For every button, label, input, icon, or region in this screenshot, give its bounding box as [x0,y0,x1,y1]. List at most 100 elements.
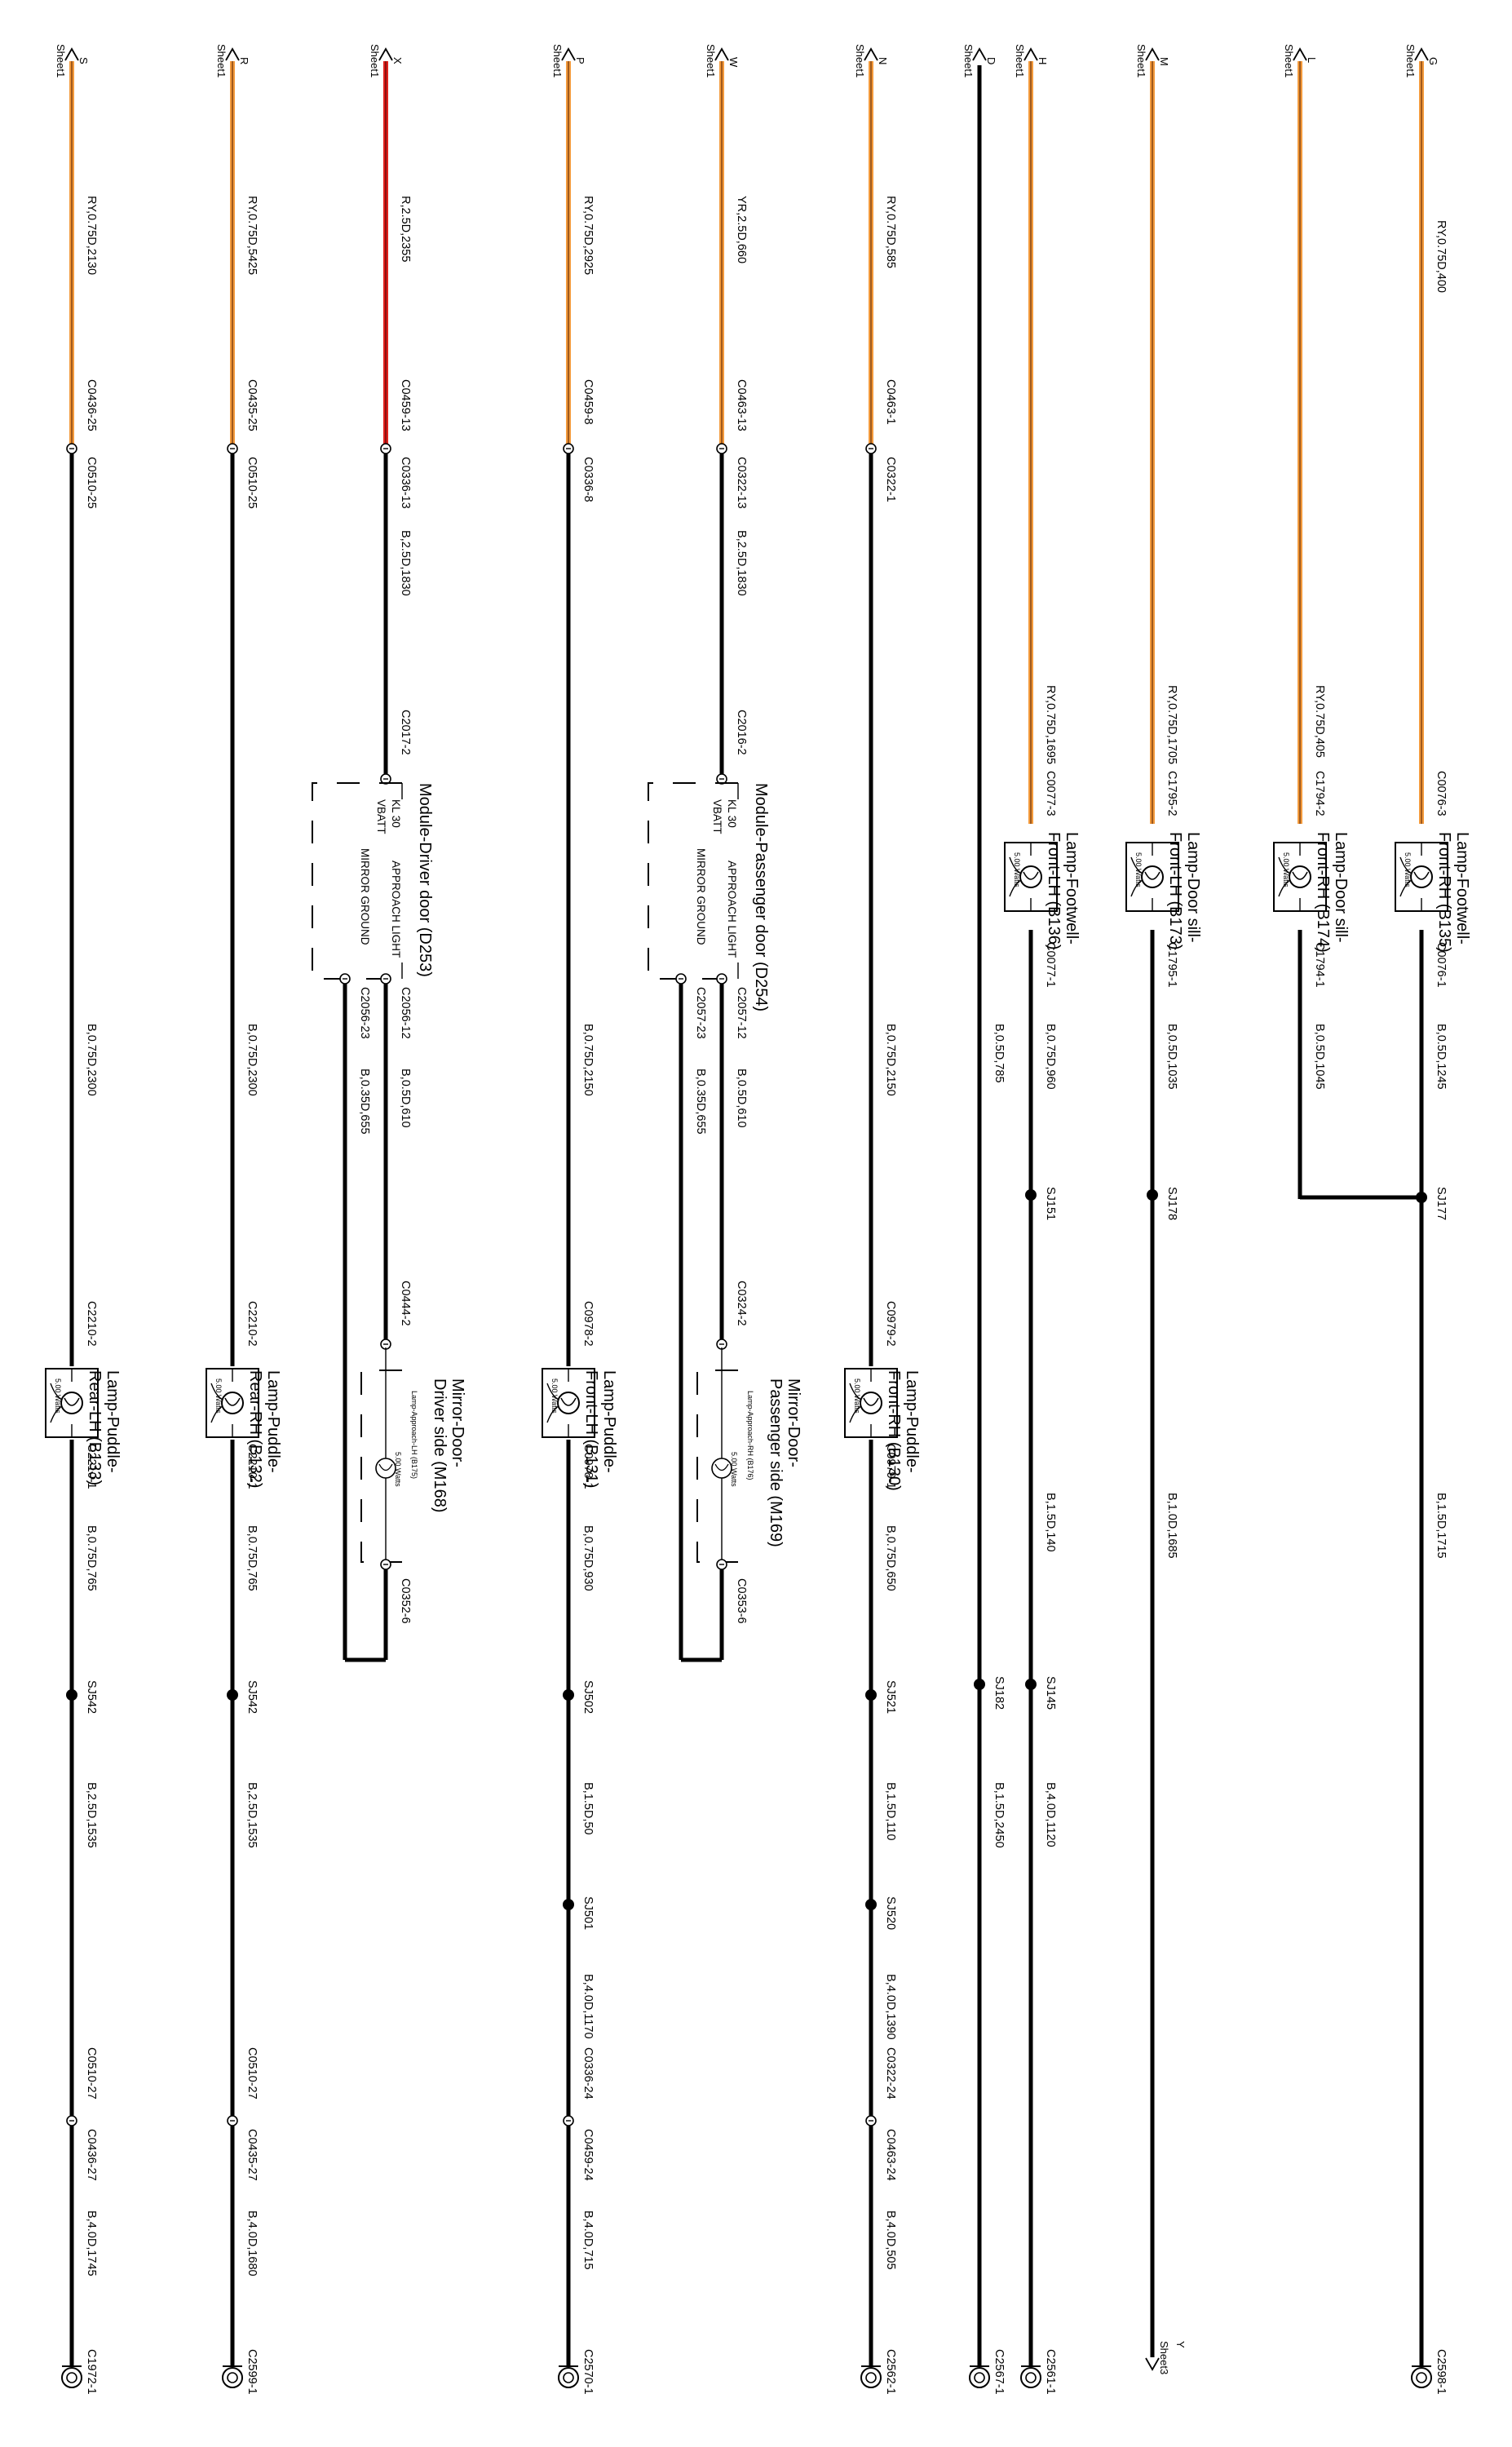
lamp-label-m: Lamp-Door sill- [1184,832,1202,943]
wire-label-p5: B,4.0D,1170 [581,1974,595,2039]
mirror-inner-lamp-w: Lamp-Approach-RH (B176) [746,1391,754,1480]
conn-label-n-a: C0463-1 [884,379,897,425]
wire-label-r-last: B,4.0D,1680 [245,2210,259,2277]
sheet-arrow-p-icon [561,47,576,61]
wire-label-d1: B,0.5D,785 [993,1024,1006,1083]
wire-label-w1: YR,2.5D,660 [735,196,748,263]
sheet-ref-n: Sheet1 [854,44,866,77]
lamp-b173: 5.00 Watts [1125,842,1179,912]
mirror-inner-lamp-x: Lamp-Approach-LH (B175) [410,1391,418,1479]
ground-label-g: C2598-1 [1435,2349,1448,2395]
splice-label-n1: SJ521 [884,1680,897,1714]
ground-label-r: C2599-1 [245,2349,259,2395]
lamp-bulb-icon [1019,865,1042,888]
conn-label-r-b: C0510-25 [245,457,259,509]
sheet-arrow-w-icon [714,47,729,61]
conn-label-s-d: C0436-27 [85,2129,98,2181]
wire-label-n3: B,0.75D,650 [884,1525,897,1591]
conn-label-s-top: C2210-2 [85,1301,98,1347]
module-pin-w-vbatt: VBATT [711,799,723,834]
splice-p-2 [563,1899,574,1910]
connector-s-icon [66,443,77,454]
lamp-bulb-icon [1141,865,1164,888]
lamp-watts: 5.00 Watts [54,1378,62,1414]
lamp-bulb-icon [60,1392,83,1414]
sheet-arrow-g-icon [1414,47,1429,61]
module-out-w-b-icon [675,973,687,985]
conn-label-w-b: C0322-13 [735,457,748,509]
splice-n-1 [865,1689,877,1701]
splice-label-g: SJ177 [1435,1187,1448,1220]
connector-p-icon [563,443,574,454]
mirror-gnd-pin-x-icon [380,1559,391,1570]
wire-label-s3: B,0.75D,765 [85,1525,98,1591]
sheet-ref-p: Sheet1 [551,44,564,77]
lamp-bulb-icon [860,1392,882,1414]
conn-label-s-c: C0510-27 [85,2047,98,2100]
lamp-label-n: Lamp-Puddle- [903,1370,921,1473]
lamp-b136: 5.00 Watts [1004,842,1058,912]
lamp-watts: 5.00 Watts [1013,852,1021,887]
wire-label-h4: B,4.0D,1120 [1044,1782,1057,1847]
wire-label-p4: B,1.5D,50 [581,1782,595,1835]
column-letter-h: H [1037,57,1049,64]
sheet-arrow-d-icon [972,47,987,61]
lamp-b132: 5.00 Watts [206,1368,259,1438]
conn-label-r-bot: C2210-1 [245,1444,259,1489]
ground-s [61,2365,82,2388]
conn-label-w-a: C0463-13 [735,379,748,431]
wire-label-g1: RY,0.75D,400 [1435,220,1448,293]
lamp-b174: 5.00 Watts [1273,842,1327,912]
module-pin-x-kl30: KL 30 [390,799,402,828]
lamp-label-m: Front-LH (B173) [1166,832,1184,950]
module-pin-w-ground: MIRROR GROUND [695,848,707,945]
wire-label-g2: B,0.5D,1245 [1435,1024,1448,1090]
conn-label-n-d: C0463-24 [884,2129,897,2181]
conn-label-x-out1: C2056-12 [399,987,412,1039]
splice-n-2 [865,1899,877,1910]
connector-w-icon [716,443,727,454]
module-pin-w-approach: APPROACH LIGHT [726,861,738,958]
approach-lamp-icon [711,1458,732,1479]
wire-label-n1: RY,0.75D,585 [884,196,897,268]
splice-p-1 [563,1689,574,1701]
lamp-label-g: Lamp-Footwell- [1453,832,1471,945]
sheet-arrow-l-icon [1293,47,1307,61]
conn-label-x-mirror: C0444-2 [399,1281,412,1326]
conn-label-x-mirror-gnd: C0352-6 [399,1578,412,1624]
lamp-bulb-icon [1289,865,1311,888]
lamp-label-l: Lamp-Door sill- [1332,832,1350,943]
wire-label-l1: RY,0.75D,405 [1313,685,1326,758]
splice-label-h: SJ151 [1044,1187,1057,1220]
conn-label-s-a: C0436-25 [85,379,98,431]
column-letter-n: N [877,57,889,64]
sheet-arrow-h-icon [1023,47,1038,61]
lamp-label-s: Rear-LH (B133) [86,1370,104,1485]
conn-label-p-bot: C0978-1 [581,1444,595,1489]
connector-p-lower-icon [563,2115,574,2126]
conn-label-p-b: C0336-8 [581,457,595,502]
conn-label-m-bot: C1795-1 [1165,942,1178,988]
lamp-label-n: Front-RH (B130) [885,1370,903,1491]
splice-r-1 [227,1689,238,1701]
wire-label-s-last: B,4.0D,1745 [85,2210,98,2277]
lamp-bulb-icon [557,1392,580,1414]
column-letter-r: R [238,57,250,64]
connector-x-icon [380,443,391,454]
wire-label-p2: B,0.75D,2150 [581,1024,595,1096]
wire-label-r2: B,0.75D,2300 [245,1024,259,1096]
wire-label-n2: B,0.75D,2150 [884,1024,897,1096]
lamp-label-s: Lamp-Puddle- [104,1370,122,1473]
ground-c2561 [1020,2365,1041,2388]
wire-label-n-last: B,4.0D,505 [884,2210,897,2270]
module-pin-x-ground: MIRROR GROUND [359,848,371,945]
lamp-label-h: Lamp-Footwell- [1063,832,1081,945]
column-letter-g: G [1427,57,1439,65]
column-letter-s: S [77,57,90,64]
mirror-label-w-2: Passenger side (M169) [767,1378,785,1547]
ground-p [558,2365,579,2388]
lamp-bulb-icon [221,1392,244,1414]
sheet-ref-d: Sheet1 [962,44,975,77]
module-label-w: Module-Passenger door (D254) [752,783,770,1011]
mirror-label-w: Mirror-Door- [785,1378,802,1467]
